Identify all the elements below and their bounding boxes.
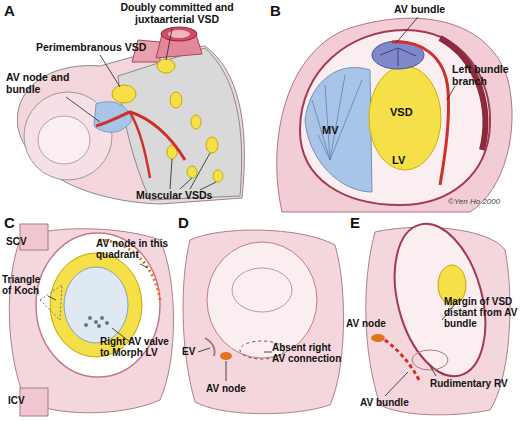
callout-label: Triangle of Koch (2, 274, 52, 296)
callout-label: MV (322, 124, 352, 136)
callout-label: AV node in this quadrant (96, 238, 176, 260)
callout-label: AV bundle (394, 4, 474, 16)
callout-label: Margin of VSD distant from AV bundle (444, 296, 520, 330)
callout-label: Left bundle branch (452, 64, 518, 88)
callout-label: B (270, 3, 292, 20)
callout-label: Absent right AV connection (272, 342, 346, 364)
callout-label: AV node and bundle (6, 72, 78, 96)
callout-label: VSD (390, 106, 430, 118)
callout-label: Doubly committed and juxtaarterial VSD (110, 2, 244, 26)
callout-label: C (4, 215, 26, 232)
callout-label: A (4, 3, 26, 20)
callout-label: AV bundle (360, 397, 430, 408)
callout-label: ICV (8, 395, 42, 406)
panel-b-heart (277, 17, 512, 212)
panel-a-heart (17, 27, 244, 204)
callout-label: Muscular VSDs (136, 190, 236, 202)
callout-label: E (350, 215, 372, 232)
callout-label: ©Yen Ho 2000 (448, 198, 520, 207)
panel-c-heart (9, 224, 173, 416)
callout-label: Perimembranous VSD (36, 42, 164, 54)
callout-label: Rudimentary RV (430, 378, 520, 389)
callout-label: AV node (346, 318, 398, 329)
callout-label: EV (182, 346, 206, 357)
callout-label: D (178, 215, 200, 232)
callout-label: SCV (6, 236, 40, 247)
callout-label: AV node (206, 383, 266, 394)
callout-label: LV (392, 154, 422, 166)
callout-label: Right AV valve to Morph LV (100, 336, 176, 358)
panel-d-heart (183, 230, 344, 414)
